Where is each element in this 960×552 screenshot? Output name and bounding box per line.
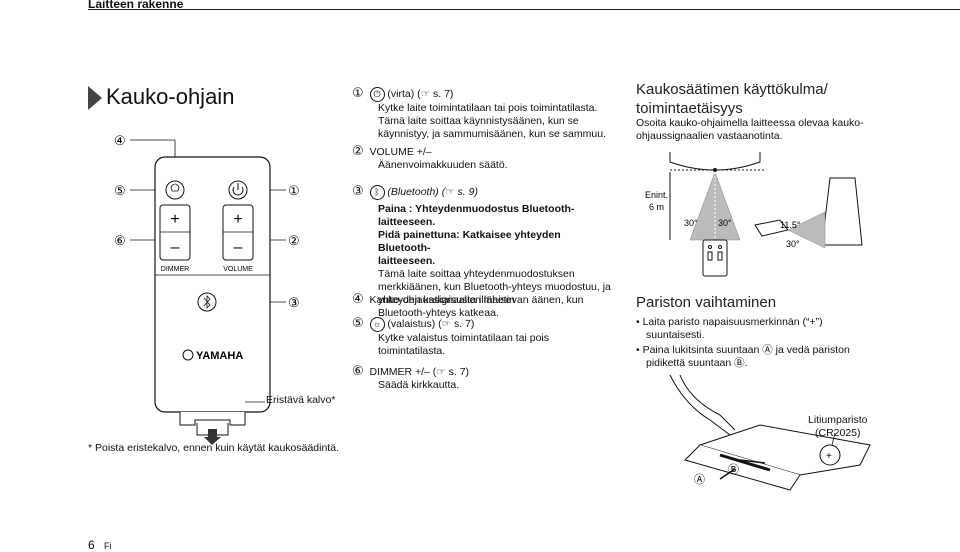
item-5-name: (valaistus) (☞ s. 7) [387,318,475,330]
item-6: ⑥ DIMMER +/– (☞ s. 7) Säädä kirkkautta. [352,364,612,392]
mark-b: Ⓑ [728,463,739,476]
svg-text:+: + [826,451,832,462]
item-2-line-1: Äänenvoimakkuuden säätö. [378,159,508,171]
angle-left: 30° [684,218,698,228]
item-3-press: Paina : Yhteydenmuodostus Bluetooth-lait… [378,202,575,228]
lithium-label: Litiumparisto (CR2025) [808,414,868,440]
battery-bullet-2-l1: Paina lukitsinta suuntaan Ⓐ ja vedä pari… [642,344,850,356]
callout-3: ③ [288,295,300,310]
battery-illustration: Ⓐ Ⓑ + [669,375,871,491]
callout-1: ① [288,183,300,198]
volume-buttons [222,204,254,261]
mark-a: Ⓐ [694,473,705,486]
power-icon: ⏻ [369,86,385,102]
page-title-text: Kauko-ohjain [106,84,235,109]
yamaha-logo-icon [182,349,194,361]
item-3-hold-cont: laitteeseen. [378,254,436,267]
bluetooth-icon: ᛒ [369,184,385,200]
item-1-name: (virta) (☞ s. 7) [387,88,454,100]
page-number-value: 6 [88,538,95,552]
item-1-line-3: käynnistyy, ja sammumisäänen, kun se sam… [378,127,606,140]
lithium-label-2: (CR2025) [815,427,861,439]
insulation-label: Eristävä kalvo* [266,394,336,406]
svg-text:+: + [170,211,179,228]
item-5-line-1: Kytke valaistus toimintatilaan tai pois [378,331,549,344]
item-2-num: ② [352,143,364,158]
item-3-hold: Pidä painettuna: Katkaisee yhteyden Blue… [378,228,561,254]
callout-4: ④ [114,133,126,148]
svg-text:+: + [233,211,242,228]
item-3-line-1: Tämä laite soittaa yhteydenmuodostuksen [378,267,575,280]
item-5-num: ⑤ [352,315,364,330]
range-sub-line-1: Osoita kauko-ohjaimella laitteessa oleva… [636,117,864,129]
callout-6: ⑥ [114,233,126,248]
item-3-line-3: yhteyden katkaisusta ilmaisevan äänen, k… [378,293,584,306]
battery-title: Pariston vaihtaminen [636,294,777,311]
dimmer-buttons [159,204,191,261]
item-4-num: ④ [352,291,364,306]
header-section-title: Laitteen rakenne [88,0,184,11]
battery-bullet-1-l1: Laita paristo napaisuusmerkinnän (“+”) [642,316,823,328]
item-1-line-2: Tämä laite soittaa käynnistysäänen, kun … [378,114,579,127]
callout-5: ⑤ [114,183,126,198]
page-title: Kauko-ohjain [88,84,234,110]
angle-small: 11.5° [780,220,801,230]
item-6-name: DIMMER +/– (☞ s. 7) [369,366,470,378]
battery-bullet-2-l2: pidikettä suuntaan Ⓑ. [646,357,748,369]
item-1-num: ① [352,85,364,100]
svg-text:–: – [234,239,243,256]
footnote: * Poista eristekalvo, ennen kuin käytät … [88,442,339,454]
page-lang: Fi [104,541,112,551]
item-3-name: (Bluetooth) (☞ s. 9) [387,186,478,198]
range-title-line-1: Kaukosäätimen käyttökulma/ [636,81,828,98]
range-subtitle: Osoita kauko-ohjaimella laitteessa oleva… [636,117,936,143]
item-3: ③ ᛒ (Bluetooth) (☞ s. 9) Paina : Yhteyde… [352,184,612,320]
item-1: ① ⏻ (virta) (☞ s. 7) Kytke laite toimint… [352,86,612,141]
remote-illustration: ④ ⑤ ⑥ ① ② ③ + – + – DIMMER VOLUME YAMAHA [114,133,300,445]
angle-tilt: 30° [786,239,800,249]
svg-text:–: – [171,239,180,256]
pull-arrow-icon [204,429,221,445]
dimmer-label: DIMMER [161,266,189,273]
max-label-1: Enint. [645,190,668,200]
item-3-num: ③ [352,183,364,198]
item-6-num: ⑥ [352,363,364,378]
item-4: ④ Kauko-ohjaussignaalien lähetin [352,292,612,307]
max-label-2: 6 m [649,202,664,212]
volume-label: VOLUME [223,266,253,273]
header-rule [88,9,960,10]
range-title: Kaukosäätimen käyttökulma/ toimintaetäis… [636,80,926,118]
item-5: ⑤ ☼ (valaistus) (☞ s. 7) Kytke valaistus… [352,316,612,358]
angle-right: 30° [718,218,732,228]
callout-2: ② [288,233,300,248]
coin-battery-icon [819,444,841,466]
range-title-line-2: toimintaetäisyys [636,100,743,117]
item-3-line-2: merkkiäänen, kun Bluetooth-yhteys muodos… [378,280,611,293]
battery-bullet-2: • Paina lukitsinta suuntaan Ⓐ ja vedä pa… [636,344,926,370]
range-diagram: Enint. 6 m 30° 30° 11.5° 30° [645,152,863,277]
battery-bullet-1: • Laita paristo napaisuusmerkinnän (“+”)… [636,316,926,342]
brand-text: YAMAHA [196,350,243,362]
item-1-line-1: Kytke laite toimintatilaan tai pois toim… [378,101,598,114]
item-2: ② VOLUME +/– Äänenvoimakkuuden säätö. [352,144,612,172]
lamp-button-icon [165,180,185,200]
lithium-label-1: Litiumparisto [808,414,868,426]
item-3-line-4: Bluetooth-yhteys katkeaa. [378,306,499,319]
range-sub-line-2: ohjaussignaalien vastaanotinta. [636,130,783,142]
item-6-line-1: Säädä kirkkautta. [378,379,460,391]
item-2-name: VOLUME +/– [369,146,432,158]
lamp-icon: ☼ [369,316,385,332]
item-4-name: Kauko-ohjaussignaalien lähetin [369,294,515,306]
item-5-line-2: toimintatilasta. [378,344,446,357]
page-number: 6 Fi [88,538,112,552]
battery-bullet-1-l2: suuntaisesti. [646,329,705,341]
